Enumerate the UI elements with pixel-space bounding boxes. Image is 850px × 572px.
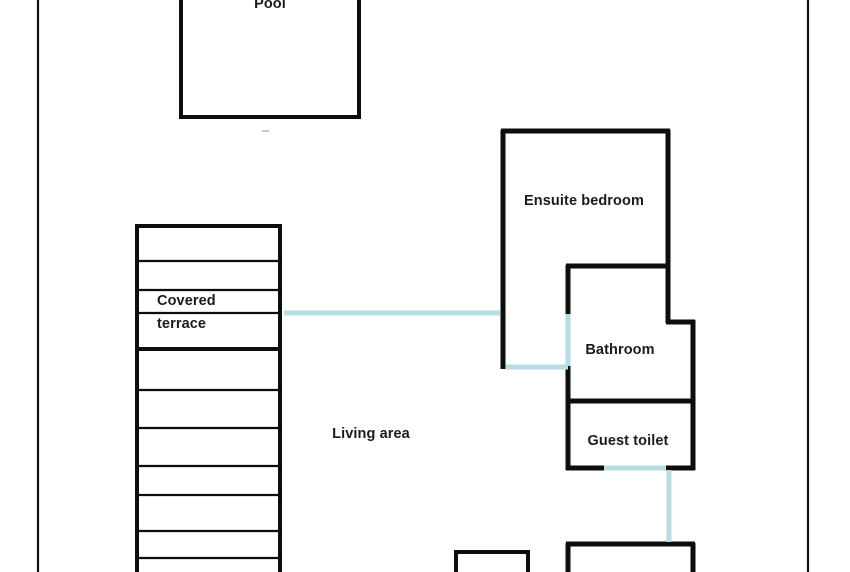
- boundary-walls: [36, 0, 810, 572]
- bottom-center-room: [454, 550, 530, 572]
- bathroom-room: [565, 263, 696, 470]
- pool-room: [179, 0, 361, 132]
- room-label-bathroom: Bathroom: [585, 342, 654, 358]
- ensuite-bedroom-room: [500, 128, 671, 369]
- pool-marker-speck: [262, 130, 269, 132]
- room-label-ensuite-bedroom: Ensuite bedroom: [524, 193, 644, 209]
- room-label-covered-terrace-line1: Covered: [157, 293, 216, 309]
- bottom-right-room: [565, 541, 696, 572]
- room-label-guest-toilet: Guest toilet: [588, 433, 669, 449]
- room-label-living-area: Living area: [332, 426, 410, 442]
- door-openings: [284, 310, 672, 542]
- covered-terrace-room: [135, 224, 282, 572]
- room-label-pool: Pool: [254, 0, 286, 12]
- room-label-covered-terrace-line2: terrace: [157, 316, 206, 332]
